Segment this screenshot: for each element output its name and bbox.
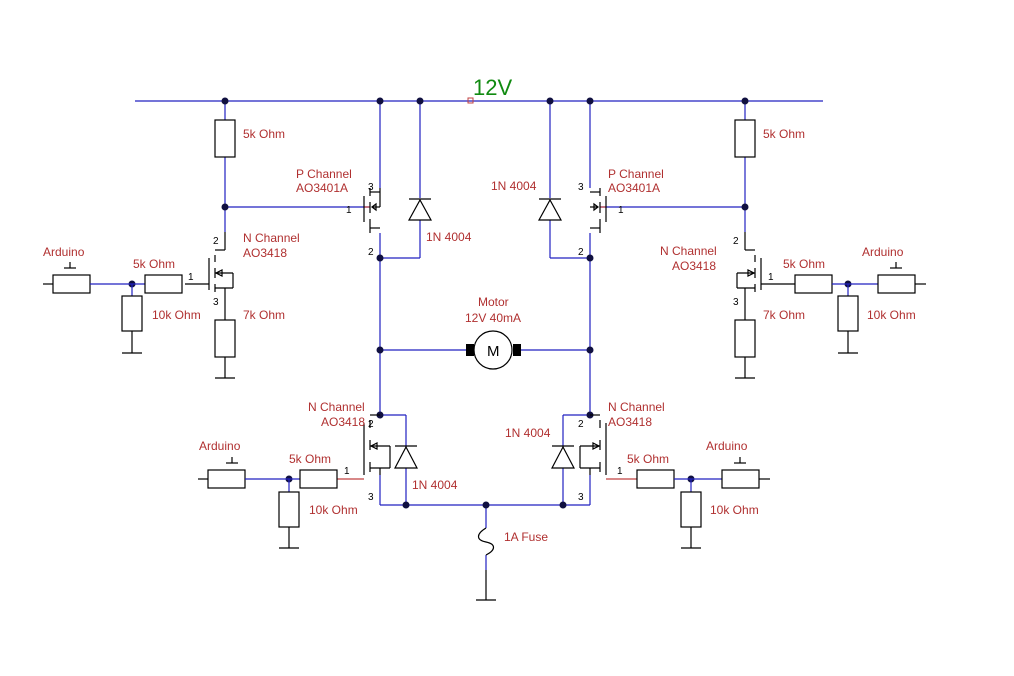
resistor-5k-top-right: 5k Ohm	[734, 119, 805, 158]
svg-text:1: 1	[346, 205, 352, 216]
n-mosfet-driver-right: 2 1 3 N Channel AO3418	[660, 232, 795, 320]
svg-text:M: M	[487, 343, 500, 360]
svg-text:1: 1	[618, 205, 624, 216]
svg-text:2: 2	[368, 247, 374, 258]
svg-text:10k Ohm: 10k Ohm	[152, 308, 201, 322]
svg-text:7k Ohm: 7k Ohm	[763, 308, 805, 322]
svg-text:10k Ohm: 10k Ohm	[309, 503, 358, 517]
svg-text:2: 2	[733, 236, 739, 247]
svg-text:2: 2	[578, 247, 584, 258]
junction-dots	[128, 97, 852, 509]
svg-text:10k Ohm: 10k Ohm	[867, 308, 916, 322]
svg-text:2: 2	[368, 419, 374, 430]
svg-text:AO3401A: AO3401A	[608, 181, 660, 195]
motor: M Motor 12V 40mA	[465, 295, 521, 370]
main-wiring	[224, 101, 746, 570]
diode-bottom-left: 1N 4004	[394, 445, 458, 492]
p-mosfet-right: 3 1 2 P Channel AO3401A	[578, 167, 664, 258]
svg-text:N Channel: N Channel	[660, 244, 717, 258]
svg-text:5k Ohm: 5k Ohm	[133, 257, 175, 271]
svg-text:N Channel: N Channel	[608, 400, 665, 414]
svg-text:AO3401A: AO3401A	[296, 181, 348, 195]
resistor-7k-right: 7k Ohm	[734, 308, 805, 379]
svg-text:Arduino: Arduino	[199, 439, 241, 453]
fuse-1a: 1A Fuse	[476, 527, 548, 601]
svg-text:1N 4004: 1N 4004	[412, 478, 458, 492]
svg-text:3: 3	[578, 182, 584, 193]
svg-text:1A Fuse: 1A Fuse	[504, 530, 548, 544]
svg-text:5k Ohm: 5k Ohm	[763, 127, 805, 141]
svg-text:1N 4004: 1N 4004	[491, 179, 537, 193]
svg-text:1: 1	[768, 272, 774, 283]
svg-text:5k Ohm: 5k Ohm	[289, 452, 331, 466]
svg-text:3: 3	[368, 492, 374, 503]
rail-12v-label: 12V	[473, 75, 512, 100]
svg-text:12V 40mA: 12V 40mA	[465, 311, 521, 325]
svg-text:AO3418: AO3418	[321, 415, 365, 429]
svg-text:2: 2	[213, 236, 219, 247]
n-mosfet-driver-left: 2 1 3 N Channel AO3418	[185, 231, 300, 320]
svg-text:Arduino: Arduino	[43, 245, 85, 259]
svg-text:5k Ohm: 5k Ohm	[243, 127, 285, 141]
svg-text:10k Ohm: 10k Ohm	[710, 503, 759, 517]
svg-text:1: 1	[344, 466, 350, 477]
svg-text:Arduino: Arduino	[862, 245, 904, 259]
svg-text:P Channel: P Channel	[608, 167, 664, 181]
svg-text:1N 4004: 1N 4004	[505, 426, 551, 440]
input-network-top-right: Arduino 5k Ohm 10k Ohm	[783, 245, 926, 354]
svg-text:5k Ohm: 5k Ohm	[627, 452, 669, 466]
svg-text:AO3418: AO3418	[672, 259, 716, 273]
svg-text:1: 1	[188, 272, 194, 283]
resistor-7k-left: 7k Ohm	[214, 308, 285, 379]
diode-top-right: 1N 4004	[491, 179, 563, 221]
svg-text:AO3418: AO3418	[608, 415, 652, 429]
svg-text:N Channel: N Channel	[308, 400, 365, 414]
input-network-top-left: Arduino 5k Ohm 10k Ohm	[43, 245, 201, 354]
svg-text:5k Ohm: 5k Ohm	[783, 257, 825, 271]
svg-text:N Channel: N Channel	[243, 231, 300, 245]
svg-text:1: 1	[617, 466, 623, 477]
p-mosfet-left: 3 1 2 P Channel AO3401A	[296, 167, 381, 258]
svg-text:2: 2	[578, 419, 584, 430]
svg-text:3: 3	[733, 297, 739, 308]
diode-top-left: 1N 4004	[407, 198, 472, 244]
diode-bottom-right: 1N 4004	[505, 426, 575, 469]
svg-text:3: 3	[213, 297, 219, 308]
svg-text:7k Ohm: 7k Ohm	[243, 308, 285, 322]
svg-text:Arduino: Arduino	[706, 439, 748, 453]
svg-text:1N 4004: 1N 4004	[426, 230, 472, 244]
svg-text:P Channel: P Channel	[296, 167, 352, 181]
resistor-5k-top-left: 5k Ohm	[214, 119, 285, 158]
svg-text:AO3418: AO3418	[243, 246, 287, 260]
n-mosfet-bottom-left: 2 1 3 N Channel AO3418	[308, 400, 391, 503]
svg-text:3: 3	[368, 182, 374, 193]
input-network-bottom-right: Arduino 5k Ohm 10k Ohm	[627, 439, 770, 549]
input-network-bottom-left: Arduino 5k Ohm 10k Ohm	[198, 439, 358, 549]
svg-text:3: 3	[578, 492, 584, 503]
svg-text:Motor: Motor	[478, 295, 509, 309]
n-mosfet-bottom-right: 2 1 3 N Channel AO3418	[578, 400, 665, 503]
rail-12v-marker	[467, 97, 474, 104]
